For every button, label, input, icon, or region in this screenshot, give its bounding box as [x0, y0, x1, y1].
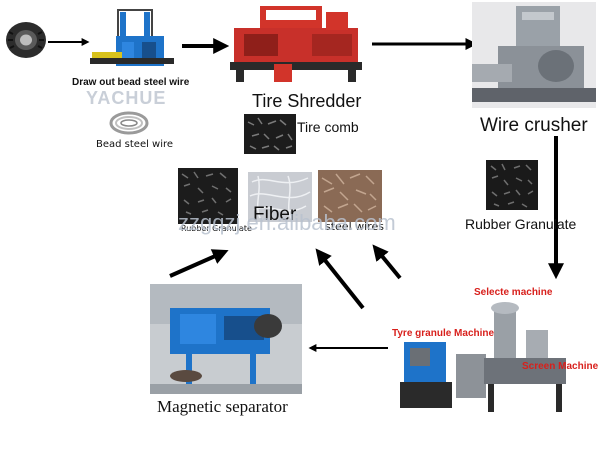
arrow-to-steel-wires — [372, 244, 402, 280]
rubber-granulate-product-image — [178, 168, 238, 224]
tire-shredder-image — [226, 2, 366, 86]
wire-crusher-image — [472, 2, 596, 108]
fiber-label: Fiber — [253, 204, 297, 225]
arrow-to-fiber — [315, 248, 365, 310]
tire-image — [4, 20, 48, 60]
watermark-left: YACHUE — [86, 88, 167, 108]
arrow-separator-to-rubber — [169, 249, 229, 278]
screen-machine-label: Screen Machine — [522, 361, 599, 372]
magnetic-separator-image — [150, 284, 302, 394]
watermark-url: zzgqzj.en.alibaba.com — [178, 210, 396, 235]
tire-comb-image — [244, 114, 296, 154]
draw-out-bead-steel-wire-label: Draw out bead steel wire — [72, 77, 190, 88]
tyre-granule-machine-label: Tyre granule Machine — [392, 328, 495, 339]
fiber-product-image — [248, 172, 312, 222]
selecte-machine-label: Selecte machine — [474, 287, 553, 298]
wire-crusher-label: Wire crusher — [480, 115, 588, 136]
magnetic-separator-label: Magnetic separator — [157, 397, 288, 416]
rubber-granulate-right-image — [486, 160, 538, 210]
bead-steel-wire-image — [108, 110, 150, 136]
wire-drawer-machine-image — [90, 8, 176, 74]
granule-screen-machine-image — [396, 298, 592, 418]
rubber-granulate-right-label: Rubber Granulate — [465, 216, 577, 232]
steel-wires-label: steel wires — [325, 220, 384, 233]
bead-steel-wire-label: Bead steel wire — [96, 139, 174, 150]
steel-wires-product-image — [318, 170, 382, 222]
tire-shredder-label: Tire Shredder — [252, 91, 362, 111]
rubber-granulate-product-label: Rubber Granulate — [181, 224, 252, 233]
tire-comb-label: Tire comb — [297, 119, 359, 135]
